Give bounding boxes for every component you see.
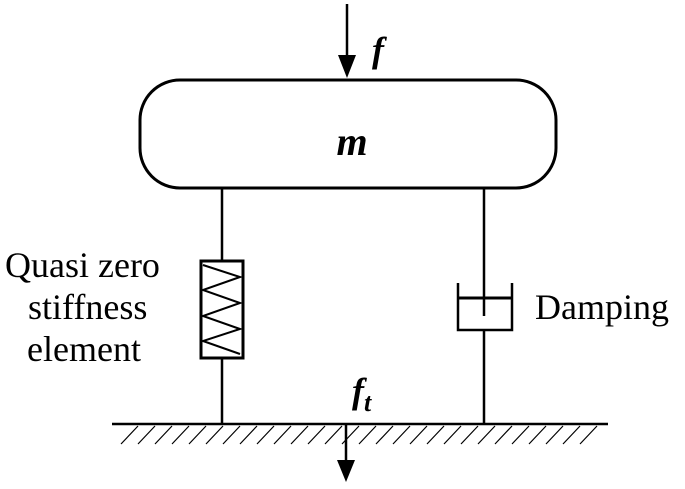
ground-hatch-line <box>120 425 139 445</box>
ground <box>112 422 608 445</box>
ground-hatch-line <box>358 425 377 445</box>
qzs-label-line-1: Quasi zero <box>5 245 160 285</box>
transmitted-force-arrow <box>337 424 355 482</box>
damper-element <box>456 283 514 332</box>
ground-hatch-line <box>273 425 292 445</box>
ground-hatch-line <box>562 425 581 445</box>
ground-hatch-line <box>239 425 258 445</box>
ground-hatch-line <box>222 425 241 445</box>
ground-hatch-line <box>375 425 394 445</box>
ground-hatch-line <box>477 425 496 445</box>
qzs-label-line-2: stiffness <box>28 287 147 327</box>
ground-hatch-line <box>256 425 275 445</box>
ground-hatch-line <box>409 425 428 445</box>
ground-hatch-line <box>460 425 479 445</box>
ground-hatch-line <box>443 425 462 445</box>
ground-hatch-line <box>290 425 309 445</box>
ground-hatch-line <box>579 425 598 445</box>
ground-hatch-line <box>171 425 190 445</box>
transmitted-force-base: f <box>352 371 367 411</box>
ground-hatch-line <box>528 425 547 445</box>
mass-block <box>138 78 558 190</box>
mass-label: m <box>336 119 367 164</box>
ground-hatch-line <box>154 425 173 445</box>
ground-hatch-line <box>307 425 326 445</box>
quasi-zero-stiffness-element <box>199 259 245 360</box>
ground-hatch-line <box>188 425 207 445</box>
ground-hatch-line <box>137 425 156 445</box>
ground-hatch-line <box>341 425 360 445</box>
qzs-label-line-3: element <box>27 329 141 369</box>
ground-hatch-line <box>205 425 224 445</box>
ground-hatch-line <box>324 425 343 445</box>
ground-hatch-line <box>545 425 564 445</box>
damping-label: Damping <box>535 287 669 327</box>
ground-hatch-line <box>511 425 530 445</box>
ground-hatch-line <box>426 425 445 445</box>
input-force-arrow <box>338 4 356 78</box>
transmitted-force-subscript: t <box>364 388 372 417</box>
transmitted-force-label: ft <box>352 371 372 417</box>
ground-hatch-line <box>494 425 513 445</box>
force-label: f <box>372 30 387 70</box>
ground-hatch-line <box>392 425 411 445</box>
